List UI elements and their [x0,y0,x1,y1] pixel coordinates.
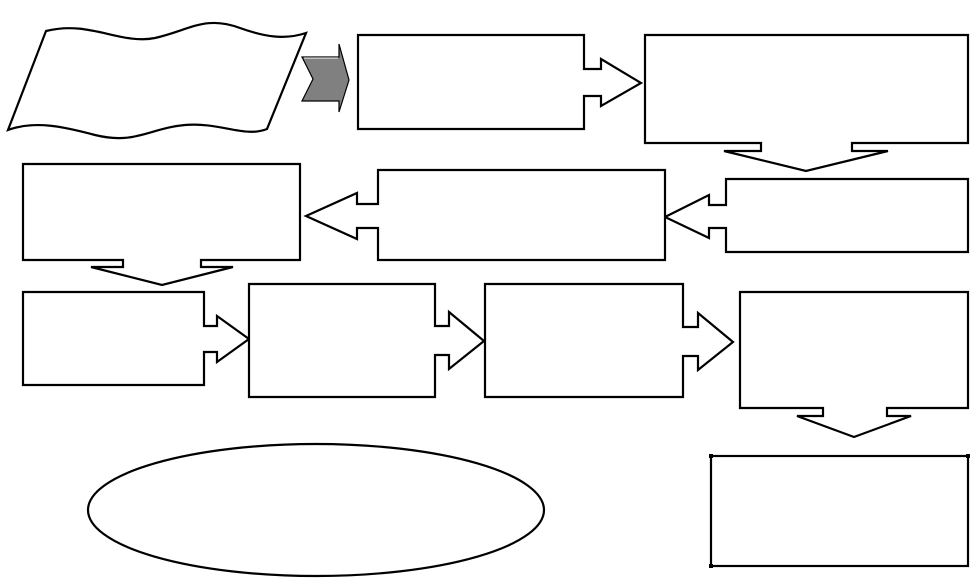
step-8 [483,282,735,399]
step-10-handle-tr [966,454,970,458]
step-10 [709,454,970,568]
chevron-arrow-shape [301,43,350,113]
step-1-shape [356,33,644,131]
step-4-shape [303,168,667,262]
step-9-shape [738,290,970,439]
step-2-shape [643,33,970,173]
step-10-handle-tl [709,454,713,458]
step-4 [303,168,667,262]
step-10-shape [709,454,970,568]
step-8-shape [483,282,735,399]
step-5-shape [21,162,302,287]
step-3 [662,177,970,254]
step-9 [738,290,970,439]
step-5 [21,162,302,287]
start-chevron-arrow [301,43,350,113]
start-document [6,21,308,140]
step-3-shape [662,177,970,254]
step-6 [21,290,251,387]
start-document-shape [6,21,308,140]
step-1 [356,33,644,131]
step-7-shape [247,282,486,399]
step-2 [643,33,970,173]
step-6-shape [21,290,251,387]
end-ellipse-shape [86,442,546,578]
step-10-handle-bl [709,564,713,568]
step-7 [247,282,486,399]
end-ellipse [86,442,546,578]
